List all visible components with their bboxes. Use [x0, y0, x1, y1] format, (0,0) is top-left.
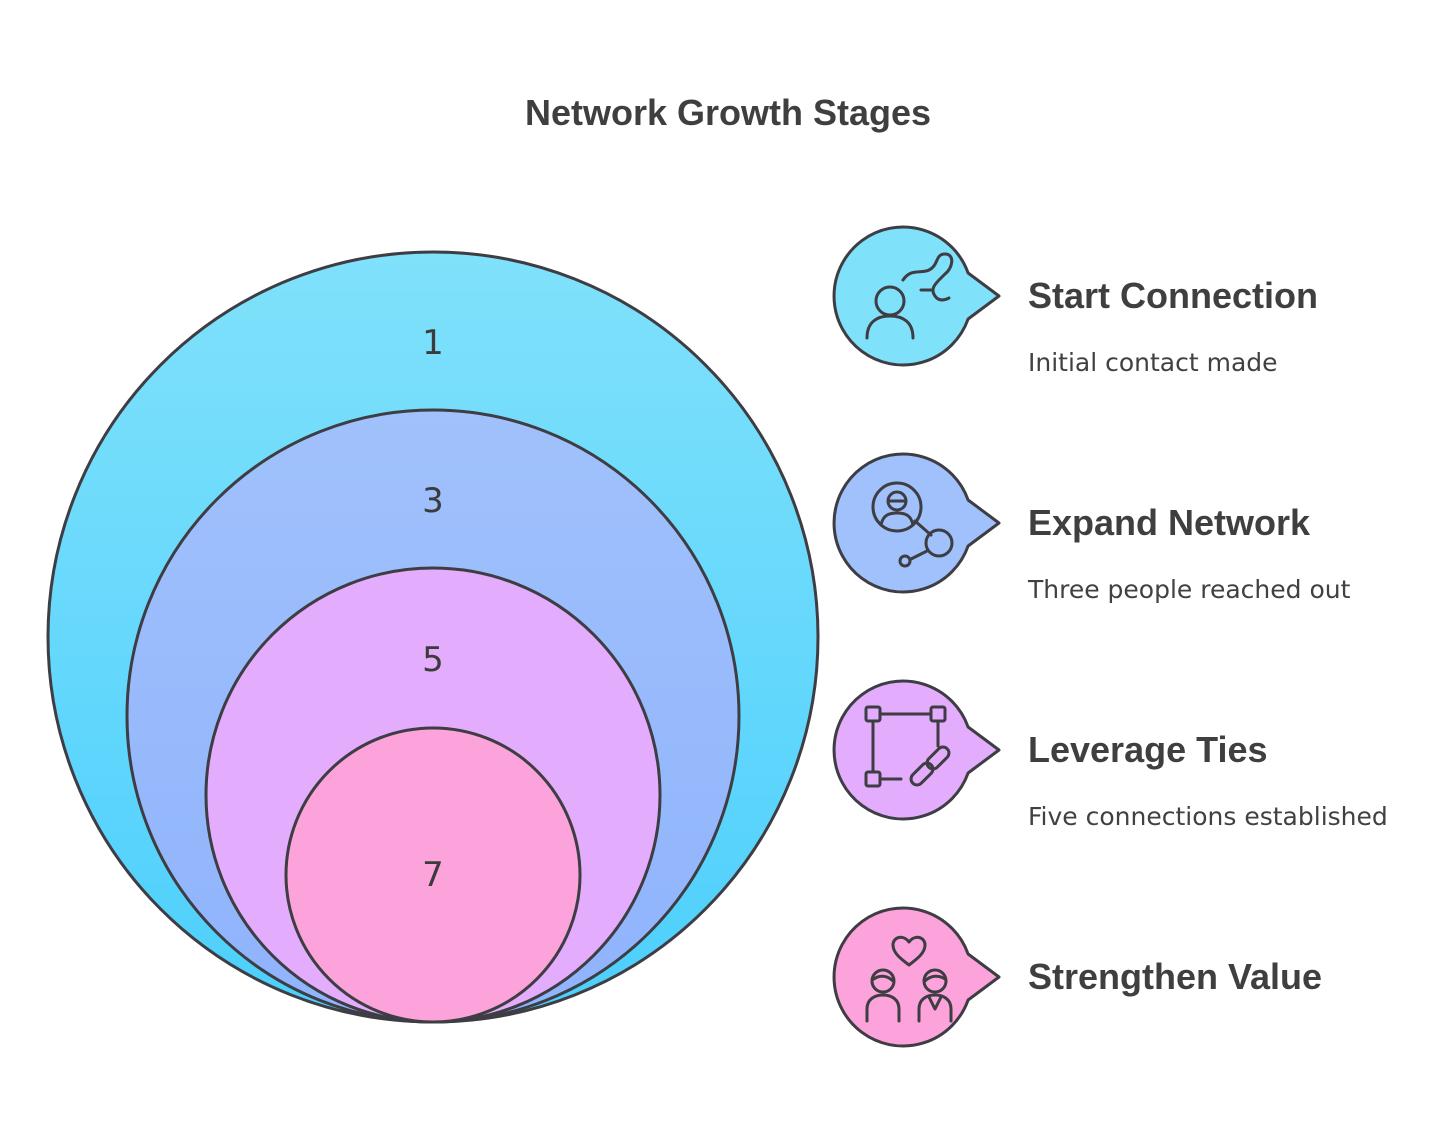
ring-stage-4: [284, 726, 582, 1024]
ring-label-2: 3: [422, 481, 444, 521]
stage-badge-3: [832, 679, 1001, 821]
badge-bubble: [832, 906, 1001, 1048]
badge-bubble: [832, 225, 1001, 367]
stage-3-description: Five connections established: [1028, 802, 1388, 831]
stage-badge-2: [832, 452, 1001, 594]
badge-bubble: [832, 679, 1001, 821]
stage-1-description: Initial contact made: [1028, 348, 1278, 377]
stage-2-description: Three people reached out: [1028, 575, 1351, 604]
stage-4-title: Strengthen Value: [1028, 956, 1323, 997]
stage-badge-4: [832, 906, 1001, 1048]
linked-nodes-icon: [864, 705, 951, 788]
stage-badge-1: [832, 225, 1001, 367]
people-heart-icon: [865, 935, 953, 1023]
ring-label-4: 7: [422, 855, 444, 895]
person-with-path-icon: [865, 252, 954, 340]
stage-3-title: Leverage Ties: [1028, 729, 1268, 770]
person-network-icon: [871, 481, 954, 568]
ring-label-1: 1: [422, 323, 444, 363]
ring-label-3: 5: [422, 640, 444, 680]
diagram-title: Network Growth Stages: [524, 92, 932, 133]
nested-circles: [46, 250, 820, 1024]
stage-2-title: Expand Network: [1028, 502, 1311, 543]
stage-1-title: Start Connection: [1028, 275, 1319, 316]
